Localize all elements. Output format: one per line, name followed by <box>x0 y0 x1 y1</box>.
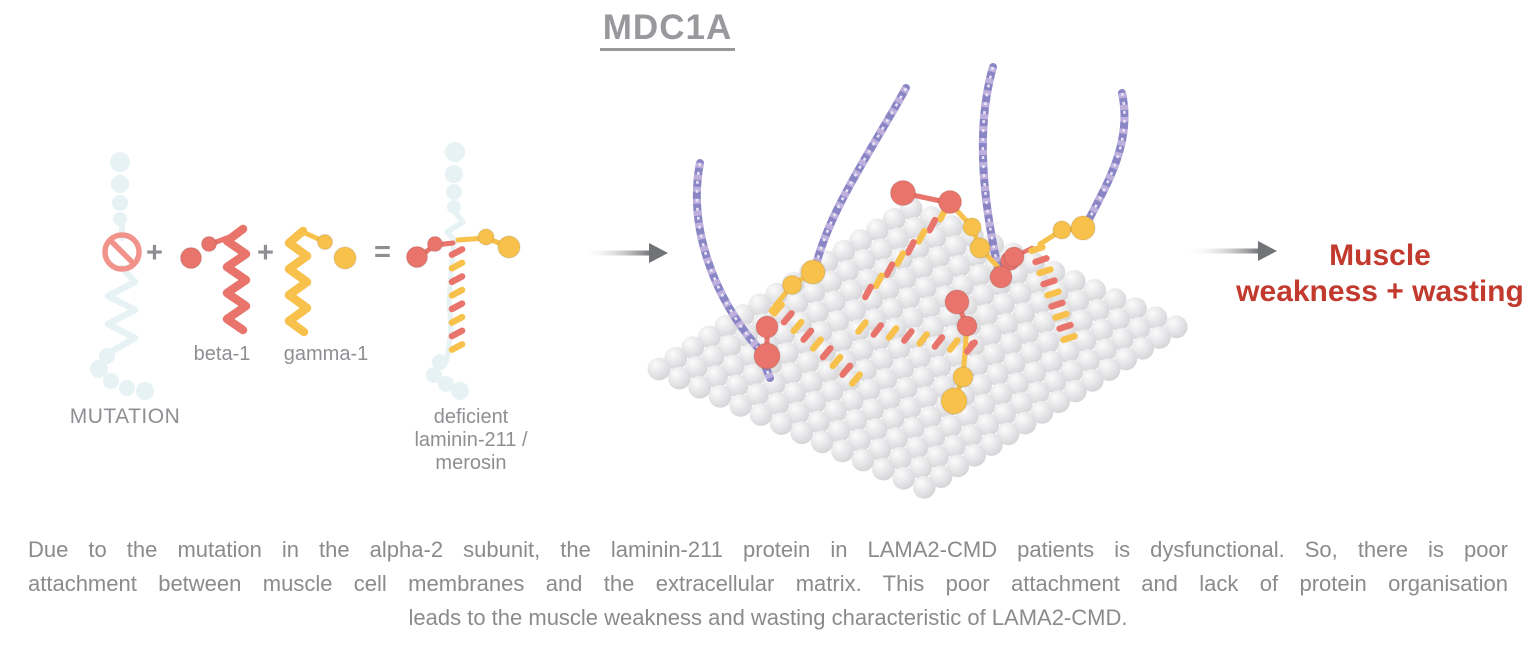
caption-line1: Due to the mutation in the alpha-2 subun… <box>28 537 1508 562</box>
page-title-text: MDC1A <box>599 8 736 51</box>
collagen-fibers <box>693 63 1129 382</box>
alpha2-mutated-chain <box>90 152 154 400</box>
flow-arrow-1 <box>580 243 668 263</box>
deficient-label-line3: merosin <box>435 452 507 474</box>
outcome-line1: Muscle <box>1329 239 1431 272</box>
gamma1-chain <box>284 226 357 337</box>
plus-operator-1: + <box>146 237 163 269</box>
deficient-label-line2: laminin-211 / <box>414 429 528 451</box>
flow-arrow-2 <box>1186 241 1277 261</box>
outcome-text: Muscle weakness + wasting <box>1235 238 1525 310</box>
plus-operator-2: + <box>257 237 274 269</box>
caption-line2: attachment between muscle cell membranes… <box>28 571 1508 596</box>
beta1-label: beta-1 <box>193 343 251 365</box>
deficient-laminin-label: deficient laminin-211 / merosin <box>398 406 544 475</box>
laminin-fragments <box>753 179 1096 415</box>
beta1-chain <box>179 224 251 335</box>
equals-operator: = <box>374 236 391 268</box>
prohibition-icon <box>102 232 142 272</box>
page-title: MDC1A <box>540 8 795 51</box>
deficient-label-line1: deficient <box>433 406 509 428</box>
caption-line3: leads to the muscle weakness and wasting… <box>408 605 1128 630</box>
illustration-canvas <box>90 63 1277 499</box>
gamma1-label: gamma-1 <box>283 343 369 365</box>
mutation-label: MUTATION <box>69 405 181 428</box>
outcome-line2: weakness + wasting <box>1236 275 1524 308</box>
deficient-laminin-structure <box>405 142 521 400</box>
caption: Due to the mutation in the alpha-2 subun… <box>28 533 1508 635</box>
